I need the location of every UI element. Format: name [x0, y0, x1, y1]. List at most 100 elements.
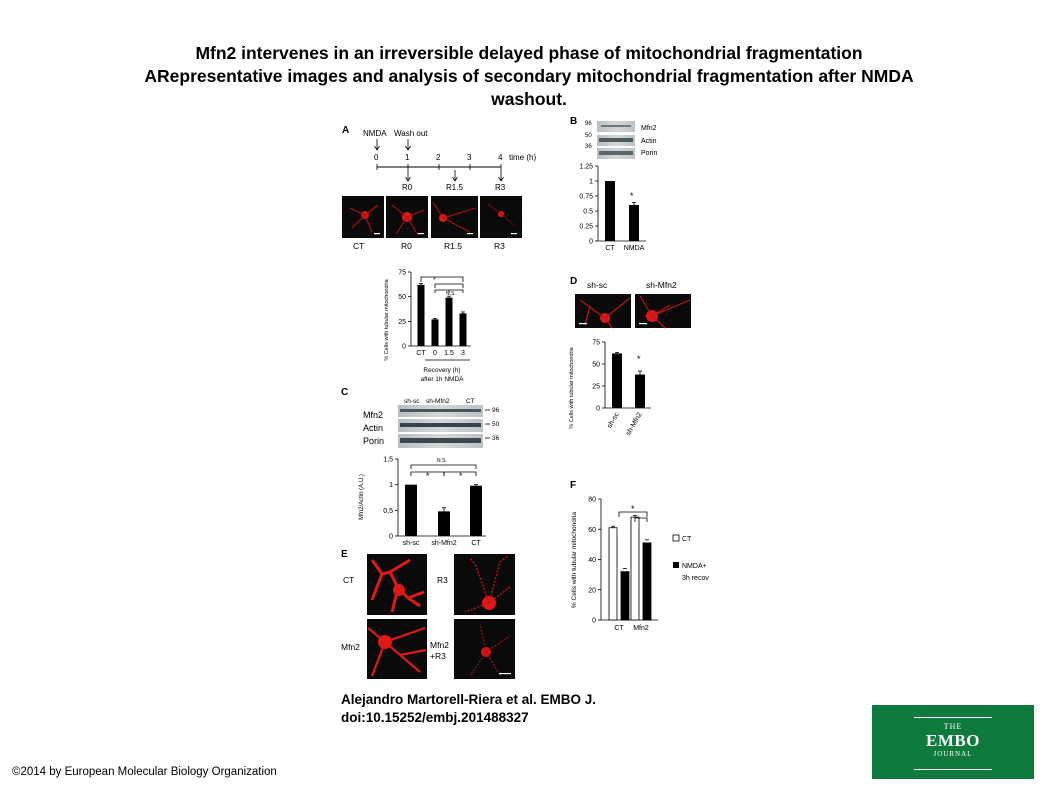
chart-b-star: *	[630, 191, 634, 201]
chart-d-tubular: % Cells with tubular mitochondria * 0255…	[569, 340, 651, 437]
mw-c-36: 36	[492, 435, 500, 442]
y-tick-label: 1,5	[383, 457, 393, 464]
y-tick-label: 0.25	[579, 224, 593, 231]
y-tick-label: 75	[592, 340, 600, 347]
x-tick-label: NMDA	[624, 245, 645, 252]
mw-50: 50	[585, 133, 592, 139]
band-label-actin: Actin	[641, 138, 657, 145]
washout-event-label: Wash out	[394, 129, 428, 138]
bar	[608, 527, 618, 621]
x-tick-label: sh-sc	[403, 540, 420, 547]
figure-title: Mfn2 intervenes in an irreversible delay…	[40, 42, 1018, 111]
micrograph-e-r3	[454, 554, 515, 615]
image-label-r3: R3	[494, 241, 505, 251]
micrograph-e-mfn2-r3	[454, 619, 515, 679]
image-label-e-mfn2: Mfn2	[341, 642, 360, 652]
image-label-e-ct: CT	[343, 575, 354, 585]
image-label-r15: R1.5	[444, 241, 462, 251]
image-label-e-mfn2-r3-line1: Mfn2	[430, 640, 449, 650]
band-c-porin: Porin	[363, 436, 384, 446]
significance-bracket	[434, 283, 464, 288]
image-label-sh-sc: sh-sc	[587, 280, 608, 290]
image-label-ct: CT	[353, 241, 364, 251]
chart-d-star: *	[637, 354, 641, 364]
panel-letter-c: C	[341, 387, 348, 398]
legend-label-recov: 3h recov	[682, 575, 709, 582]
x-tick-label: 0	[433, 350, 437, 357]
x-tick-label: sh-Mfn2	[625, 411, 644, 436]
time-tick-0: 0	[374, 153, 379, 162]
legend-label-nmda: NMDA+	[682, 563, 707, 570]
chart-c-ylabel: Mfn2/Actin (A.U.)	[359, 474, 365, 520]
panel-letter-d: D	[570, 276, 577, 287]
chart-c-star-1: *	[426, 471, 430, 481]
panel-letter-e: E	[341, 549, 348, 560]
panel-letter-f: F	[570, 480, 576, 491]
chart-f-tubular: % Cells with tubular mitochondria * 0204…	[571, 497, 658, 632]
citation-doi: doi:10.15252/embj.201488327	[341, 710, 529, 725]
bar	[605, 181, 615, 241]
panel-e: E CT R3 Mfn2 Mfn2 +R3	[341, 549, 515, 679]
x-tick-label: CT	[614, 625, 624, 632]
y-tick-label: 75	[398, 270, 406, 277]
y-tick-label: 0.5	[583, 209, 593, 216]
y-tick-label: 1.25	[579, 164, 593, 171]
y-tick-label: 0,5	[383, 508, 393, 515]
timepoint-r15: R1.5	[446, 183, 463, 192]
panel-c: C sh-sc sh-Mfn2 CT Mfn2 Actin Porin 96 5…	[341, 387, 500, 547]
chart-f-legend: CT NMDA+ 3h recov	[672, 534, 709, 582]
micrograph-d-sh-sc	[575, 294, 631, 329]
micrograph-a-ct	[342, 196, 384, 238]
blot-c-porin-band	[400, 438, 481, 443]
time-tick-4: 4	[498, 153, 503, 162]
chart-c-mfn2-actin: Mfn2/Actin (A.U.) N.S. * * 00,511,5sh-sc…	[359, 457, 486, 547]
y-tick-label: 20	[588, 587, 596, 594]
panel-f: F % Cells with tubular mitochondria * 02…	[570, 480, 709, 632]
y-tick-label: 0	[589, 239, 593, 246]
image-label-r0: R0	[401, 241, 412, 251]
y-tick-label: 0	[389, 534, 393, 541]
bar	[405, 484, 417, 536]
significance-bracket	[448, 289, 464, 293]
image-label-e-mfn2-r3-line2: +R3	[430, 651, 446, 661]
time-unit-label: time (h)	[509, 153, 536, 162]
bar	[470, 485, 482, 536]
image-label-sh-mfn2: sh-Mfn2	[646, 280, 677, 290]
x-tick-label: 3	[461, 350, 465, 357]
chart-d-ylabel: % Cells with tubular mitochondria	[569, 346, 575, 428]
chart-a-star: *	[433, 277, 436, 284]
copyright-notice: ©2014 by European Molecular Biology Orga…	[12, 766, 277, 778]
image-label-e-r3: R3	[437, 575, 448, 585]
r15-arrow-head	[452, 176, 458, 182]
band-label-mfn2: Mfn2	[641, 125, 657, 132]
chart-c-star-2: *	[459, 471, 463, 481]
bar	[635, 374, 645, 408]
y-tick-label: 0	[402, 344, 406, 351]
timepoint-r0: R0	[402, 183, 413, 192]
band-label-porin: Porin	[641, 150, 657, 157]
nmda-arrow-head	[374, 145, 380, 151]
bar	[431, 319, 439, 346]
title-line-3: washout.	[491, 89, 567, 109]
nmda-event-label: NMDA	[363, 129, 387, 138]
y-tick-label: 1	[589, 179, 593, 186]
logo-journal: JOURNAL	[933, 750, 973, 758]
r3-arrow-head	[498, 176, 504, 182]
panel-b: B 96 50 36 Mfn2 Actin Porin * 00.250.50.…	[570, 116, 657, 252]
chart-c-ns: N.S.	[437, 458, 447, 464]
bar	[629, 205, 639, 241]
blot-b-actin-band	[599, 138, 633, 142]
title-line-1: Mfn2 intervenes in an irreversible delay…	[195, 43, 863, 63]
bar	[438, 511, 450, 536]
time-tick-3: 3	[467, 153, 472, 162]
micrograph-a-r0	[386, 196, 428, 238]
x-tick-label: 1.5	[444, 350, 454, 357]
significance-bracket	[443, 471, 477, 476]
mw-36: 36	[585, 144, 592, 150]
micrograph-a-r3	[480, 196, 522, 238]
bar	[642, 542, 652, 621]
chart-a-recovery: % Cells with tubular mitochondria * N.S.…	[384, 270, 471, 383]
time-tick-2: 2	[436, 153, 441, 162]
legend-swatch-nmda	[673, 562, 679, 568]
